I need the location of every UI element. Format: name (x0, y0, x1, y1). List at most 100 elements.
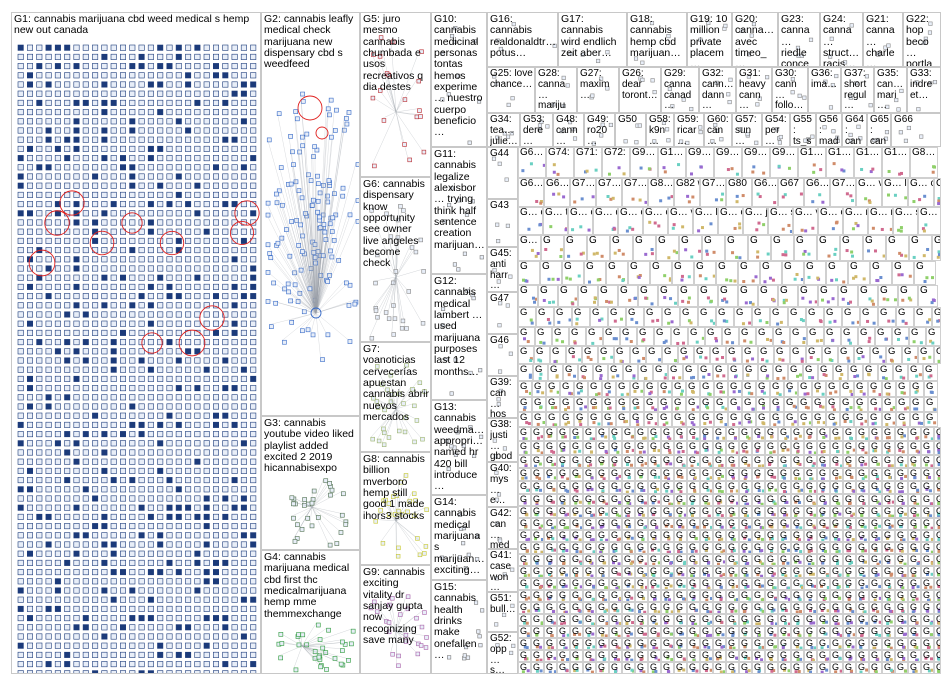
node (147, 173, 154, 180)
node (828, 358, 832, 362)
group-cell: G (908, 455, 921, 468)
group-cell: G (638, 364, 653, 381)
node (523, 406, 527, 410)
edge (274, 243, 317, 314)
node (185, 477, 192, 484)
node (54, 247, 61, 254)
group-cell-label: G (520, 307, 528, 318)
node (92, 256, 99, 263)
node (478, 643, 483, 648)
node (379, 382, 385, 387)
group-cell-nodes (800, 226, 815, 233)
node (120, 385, 127, 392)
group-cell-label: G (911, 327, 919, 338)
node (54, 173, 61, 180)
node (492, 438, 497, 443)
node (36, 513, 43, 520)
node (930, 437, 933, 440)
node (386, 435, 392, 440)
node (607, 422, 611, 426)
node (231, 412, 238, 419)
node (326, 178, 332, 183)
node (185, 311, 192, 318)
node (802, 337, 806, 341)
node (138, 274, 145, 281)
node (231, 541, 238, 548)
node (92, 265, 99, 272)
node (203, 569, 210, 576)
node (765, 359, 769, 363)
node (715, 128, 720, 133)
group-cell-label: G (618, 412, 626, 423)
group-cell: G (908, 364, 923, 381)
node (213, 486, 220, 493)
group-cell-nodes (715, 356, 725, 361)
node (54, 329, 61, 336)
node (853, 375, 857, 379)
node (147, 81, 154, 88)
node (166, 145, 173, 152)
group-cell: G (770, 307, 788, 327)
group-cell-label: G (826, 327, 834, 338)
node (17, 339, 24, 346)
node (213, 247, 220, 254)
group-cell-nodes (831, 220, 839, 231)
node (129, 127, 136, 134)
node (27, 385, 34, 392)
node (240, 339, 247, 346)
node (82, 72, 89, 79)
group-cell: G (662, 307, 680, 327)
node (927, 375, 931, 379)
node (808, 300, 812, 304)
node (240, 302, 247, 309)
node (632, 374, 636, 378)
group-cell: G (630, 346, 646, 364)
node (675, 251, 678, 255)
node (250, 283, 257, 290)
node (82, 274, 89, 281)
node (591, 141, 596, 146)
node (120, 274, 127, 281)
node (73, 513, 80, 520)
node (36, 642, 43, 649)
group-cell-nodes (776, 320, 783, 326)
node (64, 651, 71, 658)
node (54, 651, 61, 658)
node (129, 569, 136, 576)
node (250, 633, 257, 640)
node (559, 248, 563, 252)
node (138, 605, 145, 612)
node (175, 293, 182, 300)
edge (315, 312, 349, 340)
node (138, 283, 145, 290)
edge (386, 73, 397, 113)
edge (267, 251, 317, 314)
node (120, 293, 127, 300)
node (419, 624, 425, 630)
node (762, 171, 766, 175)
edge (395, 276, 405, 327)
node (222, 201, 229, 208)
group-cell-label: G (843, 327, 851, 338)
node (792, 404, 796, 408)
group-g16-nodes (495, 22, 557, 52)
node (636, 423, 640, 426)
edge (395, 276, 422, 322)
group-cell: G (840, 397, 854, 412)
node (553, 462, 556, 466)
group-cell: G… tm… (543, 207, 568, 235)
node (222, 375, 229, 382)
group-cell-label: G (934, 307, 941, 318)
node (250, 44, 257, 51)
node (157, 642, 164, 649)
node (915, 374, 919, 378)
node (129, 661, 136, 668)
node (147, 651, 154, 658)
node (157, 118, 164, 125)
node (17, 90, 24, 97)
group-cell: G (854, 346, 870, 364)
node (338, 661, 344, 667)
node (412, 439, 417, 445)
node (551, 102, 556, 107)
group-cell-label: G (898, 307, 906, 318)
